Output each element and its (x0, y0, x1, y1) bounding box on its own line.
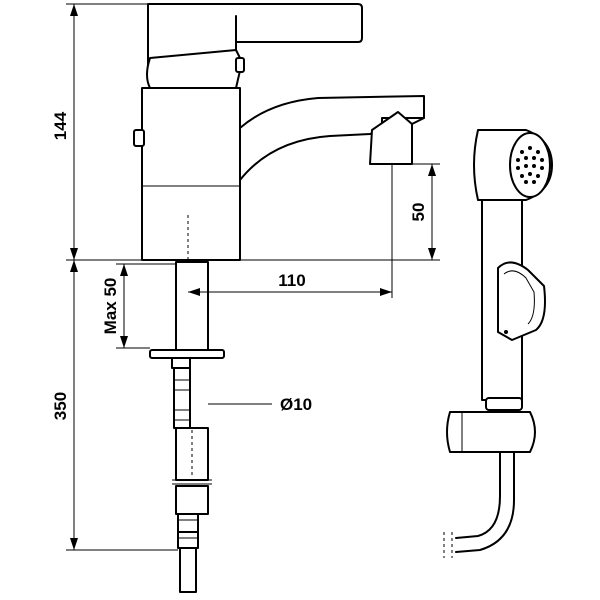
dim-total-height: 144 (51, 3, 148, 261)
dim-spout-reach: 110 (188, 164, 393, 298)
dim-hose-length-label: 350 (51, 392, 70, 420)
dim-hose-diameter-label: Ø10 (280, 395, 312, 414)
wall-holder (446, 411, 536, 453)
spray-nozzles-icon (516, 146, 544, 184)
aerator (369, 111, 413, 165)
supply-hose (149, 261, 225, 593)
dim-total-height-label: 144 (51, 111, 70, 140)
dim-hose-length: 350 (51, 260, 178, 551)
dim-max-deck: Max 50 (101, 263, 176, 349)
mixer-faucet (133, 3, 425, 300)
dim-spout-height-label: 50 (409, 203, 428, 222)
trigger-button (497, 261, 546, 341)
dim-spout-height: 50 (240, 163, 440, 261)
dim-spout-reach-label: 110 (278, 271, 305, 290)
hand-shower (443, 129, 553, 558)
dim-max-deck-label: Max 50 (101, 278, 120, 335)
faucet-body (141, 87, 241, 261)
dim-hose-diameter: Ø10 (208, 395, 312, 414)
mounting-plate (149, 349, 225, 359)
